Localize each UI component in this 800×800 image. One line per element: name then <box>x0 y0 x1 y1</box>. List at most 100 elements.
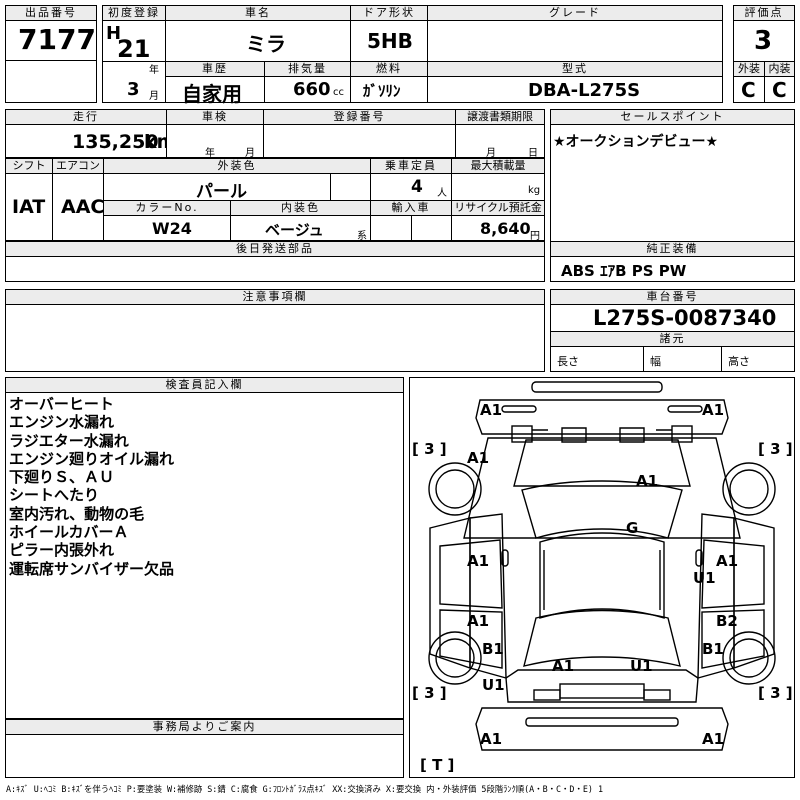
recycle-unit: 円 <box>530 231 540 242</box>
lot-no-header: 出品番号 <box>5 5 97 21</box>
office-header: 事務局よりご案内 <box>5 719 404 735</box>
chassis-number: L275S-0087340 <box>593 306 777 330</box>
inspector-note: エンジン水漏れ <box>9 413 115 432</box>
reg-no-header: 登録番号 <box>263 109 456 125</box>
transfer-day-unit: 日 <box>528 148 538 159</box>
model: DBA-L275S <box>528 80 641 101</box>
lot-no: 7177 <box>18 23 96 56</box>
color: パール <box>196 182 247 202</box>
tire-grade-spare: [ T ] <box>420 756 455 774</box>
aircon-cell: AAC <box>52 173 104 241</box>
sales-point-cell: ★オークションデビュー★ <box>550 124 795 242</box>
int-color-unit: 系 <box>357 231 367 242</box>
reg-year: 21 <box>117 35 151 63</box>
inspector-cell: オーバーヒート エンジン水漏れ ラジエター水漏れ エンジン廻りオイル漏れ 下廻り… <box>5 392 404 719</box>
lot-no-cell: 7177 <box>5 20 97 61</box>
damage-windshield: G <box>626 519 639 537</box>
damage-hood: A1 <box>636 472 659 490</box>
shift: IAT <box>12 196 46 218</box>
reg-no-cell <box>263 124 456 158</box>
inspector-note: オーバーヒート <box>9 395 114 413</box>
capacity: 4 <box>411 177 423 197</box>
year-unit: 年 <box>149 65 159 76</box>
genuine-cell: ABS ｴｱB PS PW <box>550 256 795 282</box>
chassis-header: 車台番号 <box>550 289 795 305</box>
damage-rear-hatch-left: A1 <box>552 657 575 675</box>
tire-grade-front-left: [ 3 ] <box>412 440 447 458</box>
inspection-cell: 年 月 <box>166 124 264 159</box>
genuine-header: 純正装備 <box>550 241 795 257</box>
model-header: 型式 <box>427 61 723 77</box>
length-label: 長さ <box>557 355 579 368</box>
inspector-note: ラジエター水漏れ <box>9 431 129 450</box>
color-cell-extra <box>330 173 371 201</box>
int-color: ベージュ <box>265 221 324 239</box>
damage-rear-bumper-left: A1 <box>480 730 503 748</box>
capacity-cell: 4 人 <box>370 173 452 201</box>
mileage: 135,250 <box>72 131 159 153</box>
fuel: ｶﾞｿﾘﾝ <box>363 82 401 100</box>
car-name-cell: ミラ <box>165 20 351 62</box>
capacity-header: 乗車定員 <box>370 158 452 174</box>
height-label: 高さ <box>728 355 750 368</box>
shift-header: シフト <box>5 158 53 174</box>
aircon-header: エアコン <box>52 158 104 174</box>
reg-month: 3 <box>127 79 140 100</box>
int-color-header: 内装色 <box>230 200 371 216</box>
damage-fender-front-left: A1 <box>467 449 490 467</box>
first-reg-divider <box>102 61 166 62</box>
interior-header: 内装 <box>764 61 795 77</box>
damage-diagram: [ 3 ] [ 3 ] [ 3 ] [ 3 ] [ T ] A1 A1 A1 A… <box>409 377 795 778</box>
damage-door-rear-right: B2 <box>716 612 738 630</box>
color-header: 外装色 <box>103 158 371 174</box>
color-cell: パール <box>103 173 331 202</box>
transfer-cell: 月 日 <box>455 124 545 159</box>
door-type: 5HB <box>367 29 413 53</box>
chassis-cell: L275S-0087340 <box>550 304 795 332</box>
damage-fender-rear-left: B1 <box>482 640 504 658</box>
damage-front-bumper-right: A1 <box>702 401 725 419</box>
import-cell-2 <box>411 215 452 241</box>
exterior-grade: C <box>741 78 756 102</box>
history: 自家用 <box>182 82 242 106</box>
displacement: 660 <box>293 79 331 100</box>
history-header: 車歴 <box>165 61 265 77</box>
damage-rear-hatch-right: U1 <box>630 657 653 675</box>
import-cell <box>370 215 412 241</box>
displacement-cell: 660 cc <box>264 76 351 103</box>
spec-width-cell: 幅 <box>643 346 722 372</box>
lot-no-blank <box>5 60 97 103</box>
damage-door-front-left: A1 <box>467 552 490 570</box>
color-no: W24 <box>152 219 192 238</box>
history-cell: 自家用 <box>165 76 265 106</box>
color-no-header: カラーNo. <box>103 200 231 216</box>
sales-point: ★オークションデビュー★ <box>553 134 719 150</box>
car-name-header: 車名 <box>165 5 351 21</box>
month-unit: 月 <box>149 91 159 102</box>
transfer-header: 譲渡書類期限 <box>455 109 545 125</box>
score: 3 <box>754 26 773 56</box>
displacement-header: 排気量 <box>264 61 351 77</box>
inspector-note: 運転席サンバイザー欠品 <box>9 559 175 578</box>
genuine-equipment: ABS ｴｱB PS PW <box>561 262 687 280</box>
fuel-cell: ｶﾞｿﾘﾝ <box>350 76 428 103</box>
tire-grade-rear-right: [ 3 ] <box>758 684 793 702</box>
model-cell: DBA-L275S <box>427 76 723 103</box>
inspector-note: ホイールカバーＡ <box>9 523 129 542</box>
car-name: ミラ <box>246 32 286 56</box>
interior-cell: C <box>764 76 795 103</box>
damage-door-rear-left: A1 <box>467 612 490 630</box>
displacement-unit: cc <box>333 87 344 98</box>
mileage-cell: 135,250 km <box>5 124 176 158</box>
inspector-header: 検査員記入欄 <box>5 377 404 393</box>
damage-fender-rear-right: B1 <box>702 640 724 658</box>
tire-grade-front-right: [ 3 ] <box>758 440 793 458</box>
mileage-header: 走行 <box>5 109 167 125</box>
color-no-cell: W24 <box>103 215 231 241</box>
exterior-cell: C <box>733 76 765 103</box>
later-parts-header: 後日発送部品 <box>5 241 545 257</box>
inspection-header: 車検 <box>166 109 264 125</box>
caution-header: 注意事項欄 <box>5 289 545 305</box>
first-reg-header: 初度登録 <box>102 5 166 21</box>
recycle: 8,640 <box>480 219 531 238</box>
